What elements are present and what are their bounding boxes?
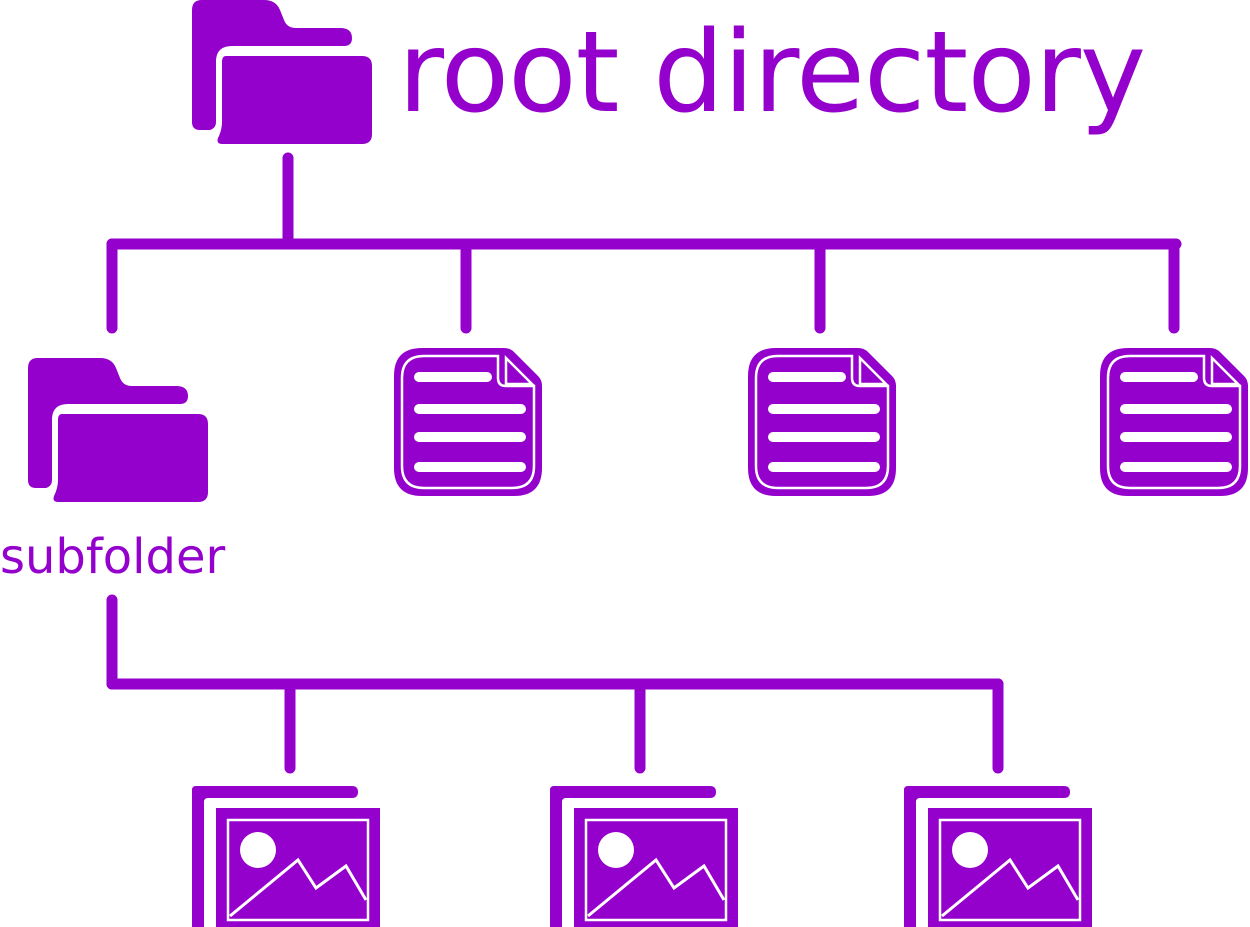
image-gallery-icon bbox=[548, 784, 740, 927]
image-gallery-icon bbox=[902, 784, 1094, 927]
image-gallery-icon bbox=[190, 784, 382, 927]
subfolder-label: subfolder bbox=[0, 529, 226, 585]
document-icon bbox=[1098, 346, 1250, 498]
root-directory-label: root directory bbox=[398, 8, 1146, 138]
folder-icon bbox=[28, 358, 208, 502]
document-icon bbox=[392, 346, 544, 498]
folder-icon bbox=[192, 0, 372, 144]
document-icon bbox=[746, 346, 898, 498]
